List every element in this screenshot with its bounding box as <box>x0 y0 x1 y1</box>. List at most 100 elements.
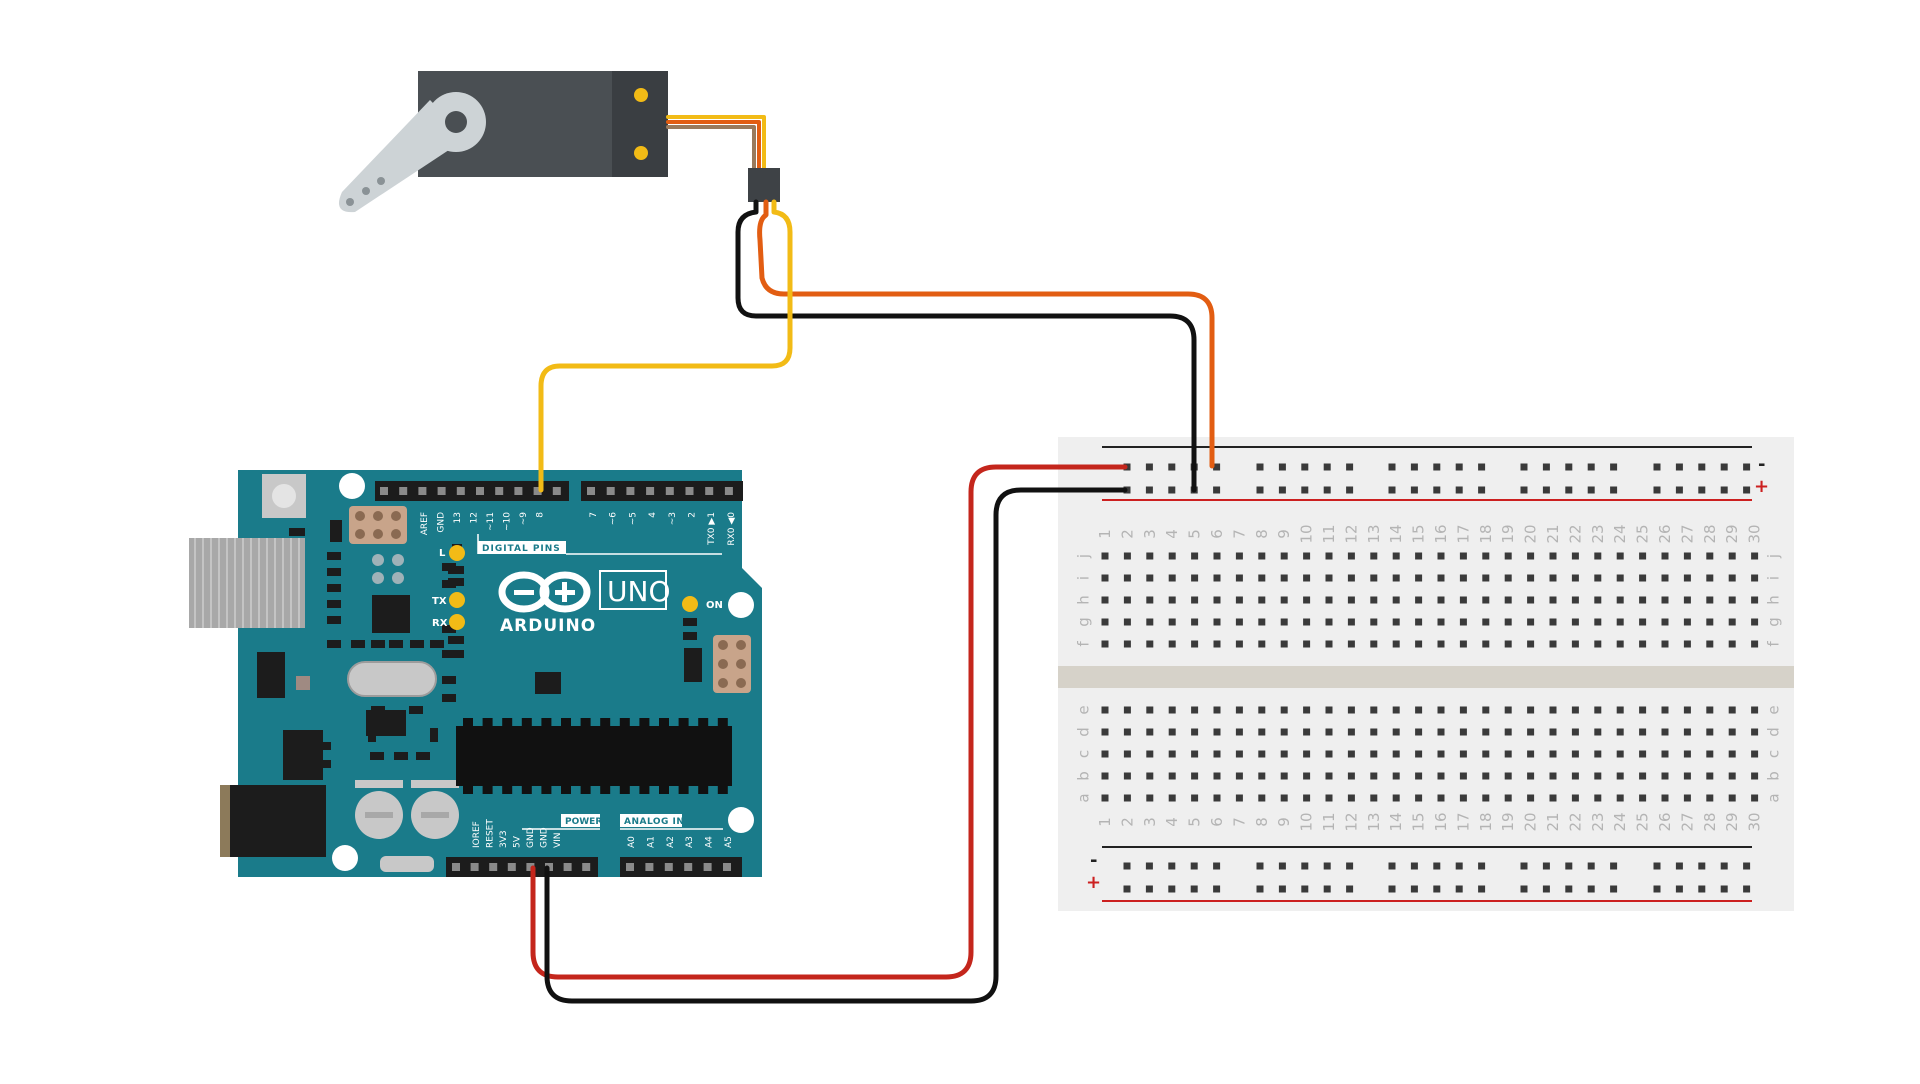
rail-hole <box>1346 862 1354 870</box>
led-label-l: L <box>439 548 446 559</box>
breadboard-hole <box>1415 574 1423 582</box>
rail-hole <box>1698 486 1706 494</box>
breadboard-hole <box>1616 596 1624 604</box>
breadboard-hole <box>1213 618 1221 626</box>
column-number-bottom: 13 <box>1365 812 1383 831</box>
chip-pin <box>502 786 513 794</box>
breadboard-hole <box>1751 772 1759 780</box>
breadboard-hole <box>1280 552 1288 560</box>
rail-hole <box>1278 862 1286 870</box>
breadboard-hole <box>1392 750 1400 758</box>
rail-hole <box>1301 463 1309 471</box>
servo-lead-power <box>666 120 761 172</box>
chip-pin <box>463 786 473 794</box>
header-pin <box>703 863 712 871</box>
breadboard-hole <box>1415 794 1423 802</box>
column-number-bottom: 20 <box>1522 812 1540 831</box>
column-number-top: 28 <box>1701 524 1719 543</box>
rail-hole <box>1478 486 1486 494</box>
breadboard-hole <box>1571 640 1579 648</box>
breadboard-hole <box>1415 552 1423 560</box>
breadboard-hole <box>1146 706 1154 714</box>
servo-connector <box>748 168 780 202</box>
breadboard-hole <box>1347 794 1355 802</box>
column-number-top: 13 <box>1365 524 1383 543</box>
breadboard-hole <box>1191 574 1199 582</box>
breadboard-hole <box>1751 596 1759 604</box>
rail-hole <box>1698 463 1706 471</box>
digital-pins-label: DIGITAL PINS <box>482 544 561 554</box>
breadboard-hole <box>1571 750 1579 758</box>
breadboard-hole <box>1347 728 1355 736</box>
breadboard-hole <box>1728 706 1736 714</box>
breadboard-hole <box>1639 618 1647 626</box>
breadboard-hole <box>1370 640 1378 648</box>
rail-hole <box>1256 885 1264 893</box>
rail-hole <box>1145 463 1153 471</box>
header-pin <box>606 487 615 495</box>
breadboard-hole <box>1325 640 1333 648</box>
pin-label: GND <box>437 512 447 533</box>
breadboard-hole <box>1123 750 1131 758</box>
breadboard-hole <box>1347 750 1355 758</box>
arduino-uno-board: L TX RX ON ARDUINO UNO AREFGND1312~11~10… <box>189 470 762 877</box>
breadboard-hole <box>1482 728 1490 736</box>
header-pin <box>645 863 654 871</box>
chip-pin <box>698 786 709 794</box>
breadboard-hole <box>1415 772 1423 780</box>
column-number-top: 12 <box>1342 524 1360 543</box>
rail-hole <box>1213 486 1221 494</box>
rail-hole <box>1675 862 1683 870</box>
rail-hole <box>1565 486 1573 494</box>
wire-signal-pin9 <box>538 199 793 493</box>
breadboard-hole <box>1191 618 1199 626</box>
breadboard-hole <box>1415 640 1423 648</box>
breadboard-hole <box>1415 706 1423 714</box>
breadboard-hole <box>1728 750 1736 758</box>
chip-pin <box>659 786 669 794</box>
chip-pin <box>482 718 493 726</box>
breadboard-hole <box>1728 728 1736 736</box>
breadboard-hole <box>1258 574 1266 582</box>
rail-hole <box>1653 885 1661 893</box>
breadboard-hole <box>1235 552 1243 560</box>
breadboard-hole <box>1415 750 1423 758</box>
column-number-bottom: 2 <box>1118 817 1136 827</box>
column-number-top: 4 <box>1163 529 1181 539</box>
rail-hole <box>1410 486 1418 494</box>
rail-hole <box>1743 862 1751 870</box>
row-letter-left: a <box>1075 793 1093 802</box>
pin-label: GND <box>526 827 536 848</box>
breadboard-hole <box>1459 618 1467 626</box>
pin-label: AREF <box>420 512 430 535</box>
rail-hole <box>1145 885 1153 893</box>
breadboard-hole <box>1437 728 1445 736</box>
breadboard-hole <box>1280 706 1288 714</box>
breadboard-hole <box>1482 640 1490 648</box>
breadboard-hole <box>1459 750 1467 758</box>
breadboard-hole <box>1706 772 1714 780</box>
header-pin <box>526 863 535 871</box>
rail-hole <box>1478 463 1486 471</box>
breadboard-hole <box>1213 552 1221 560</box>
breadboard-hole <box>1527 706 1535 714</box>
breadboard-hole <box>1280 794 1288 802</box>
rail-hole <box>1433 862 1441 870</box>
rail-hole <box>1301 862 1309 870</box>
atmega328-chip <box>456 718 732 794</box>
pin-label: A4 <box>705 836 715 848</box>
pin-label: 3V3 <box>499 830 509 848</box>
breadboard-hole <box>1325 750 1333 758</box>
breadboard-hole <box>1101 706 1109 714</box>
breadboard-hole <box>1280 728 1288 736</box>
rail-hole <box>1455 862 1463 870</box>
rail-hole <box>1520 862 1528 870</box>
column-number-bottom: 15 <box>1410 812 1428 831</box>
breadboard-hole <box>1683 552 1691 560</box>
chip-pin <box>521 718 532 726</box>
capacitor <box>355 780 403 839</box>
column-number-bottom: 9 <box>1275 817 1293 827</box>
breadboard-hole <box>1437 618 1445 626</box>
breadboard-hole <box>1347 596 1355 604</box>
